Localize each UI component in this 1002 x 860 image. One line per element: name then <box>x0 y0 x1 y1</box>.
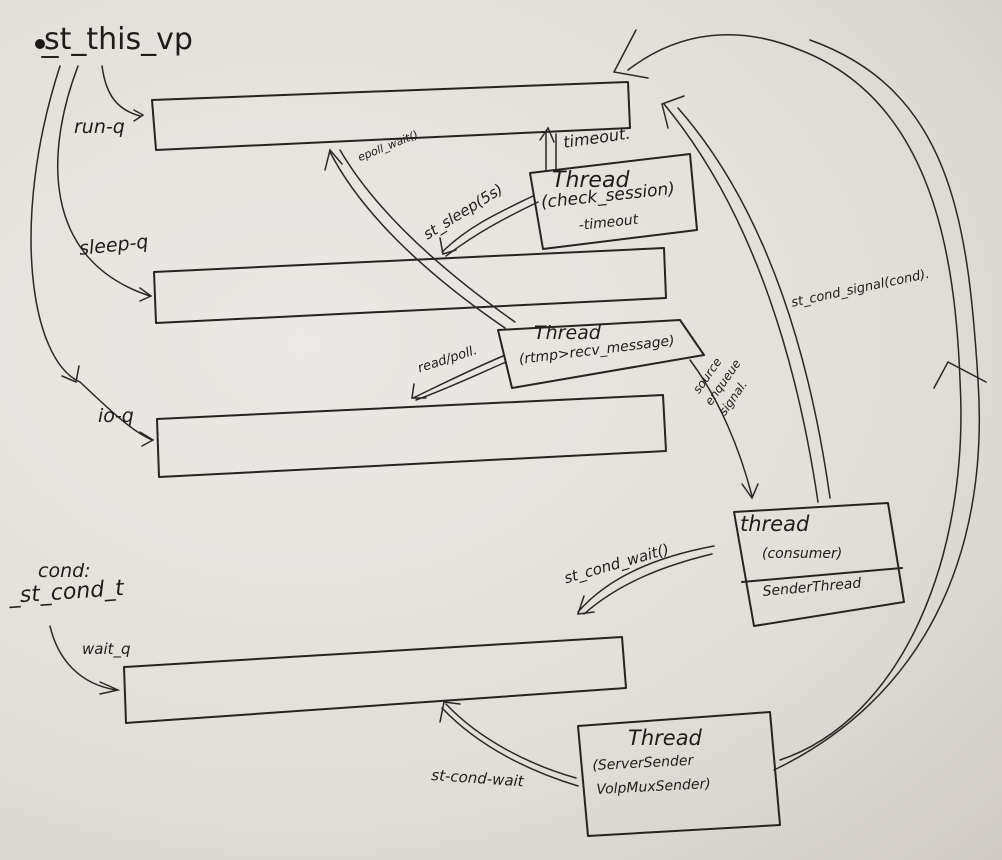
sleep-queue-box <box>153 247 667 324</box>
check-session-title: Thread <box>552 168 630 193</box>
arrowhead-run-q <box>133 109 145 122</box>
arrow-to-wait-q <box>49 625 117 691</box>
sleep-arrowhead <box>439 237 457 255</box>
enqueue-arrow <box>689 359 753 497</box>
signal-arc-inner <box>773 39 981 771</box>
io-q-label: io-q <box>98 405 134 427</box>
consumer-thread-box <box>733 502 905 627</box>
timeout-arrow <box>545 131 557 171</box>
signal-arc-arrowhead <box>612 29 649 79</box>
run-q-label: run-q <box>74 116 125 138</box>
sender-thread-box <box>577 711 781 837</box>
io-queue-box <box>156 394 667 478</box>
epoll-arrow <box>329 151 506 329</box>
sender-cond-wait-arrow <box>441 703 579 787</box>
title-dot <box>35 39 45 49</box>
title-label: st_this_vp <box>44 22 193 57</box>
arrow-to-sleep-q <box>57 65 151 297</box>
cond-wait-arrowhead <box>576 595 595 615</box>
consumer-to-run-q-arrowhead <box>661 95 685 129</box>
wait-queue-box <box>123 636 627 724</box>
consumer-to-run-q-arrow <box>663 103 831 503</box>
cond-wait-arrow <box>577 545 715 615</box>
read-poll-arrowhead <box>411 383 427 399</box>
wait-q-label: wait_q <box>82 640 131 658</box>
arrow-to-io-q <box>30 65 153 441</box>
arrowhead-wait-q <box>99 681 121 695</box>
run-queue-box <box>151 81 631 151</box>
io-q-midarrow <box>61 365 80 384</box>
arrowhead-io-q <box>139 431 155 447</box>
epoll-arrowhead <box>324 148 343 171</box>
sender-cond-wait-arrowhead <box>439 701 461 723</box>
timeout-arrowhead <box>539 126 555 143</box>
consumer-title: thread <box>740 512 810 536</box>
epoll-arrow-2 <box>339 149 516 323</box>
sender-title: Thread <box>628 726 702 750</box>
arrow-to-run-q <box>101 65 141 117</box>
signal-arc-outer <box>627 34 962 761</box>
cond-heading: cond: <box>38 560 91 582</box>
rtmp-thread-box <box>497 319 705 389</box>
rtmp-title: Thread <box>534 322 601 344</box>
consumer-subtitle: (consumer) <box>762 546 843 562</box>
read-poll-arrow <box>412 355 507 401</box>
enqueue-arrowhead <box>741 483 759 500</box>
sleep-arrow <box>441 195 539 257</box>
signal-arc-mid-arrow <box>933 360 987 389</box>
arrowhead-sleep-q <box>139 287 153 302</box>
check-session-thread-box <box>529 153 698 250</box>
consumer-divider <box>741 567 903 583</box>
